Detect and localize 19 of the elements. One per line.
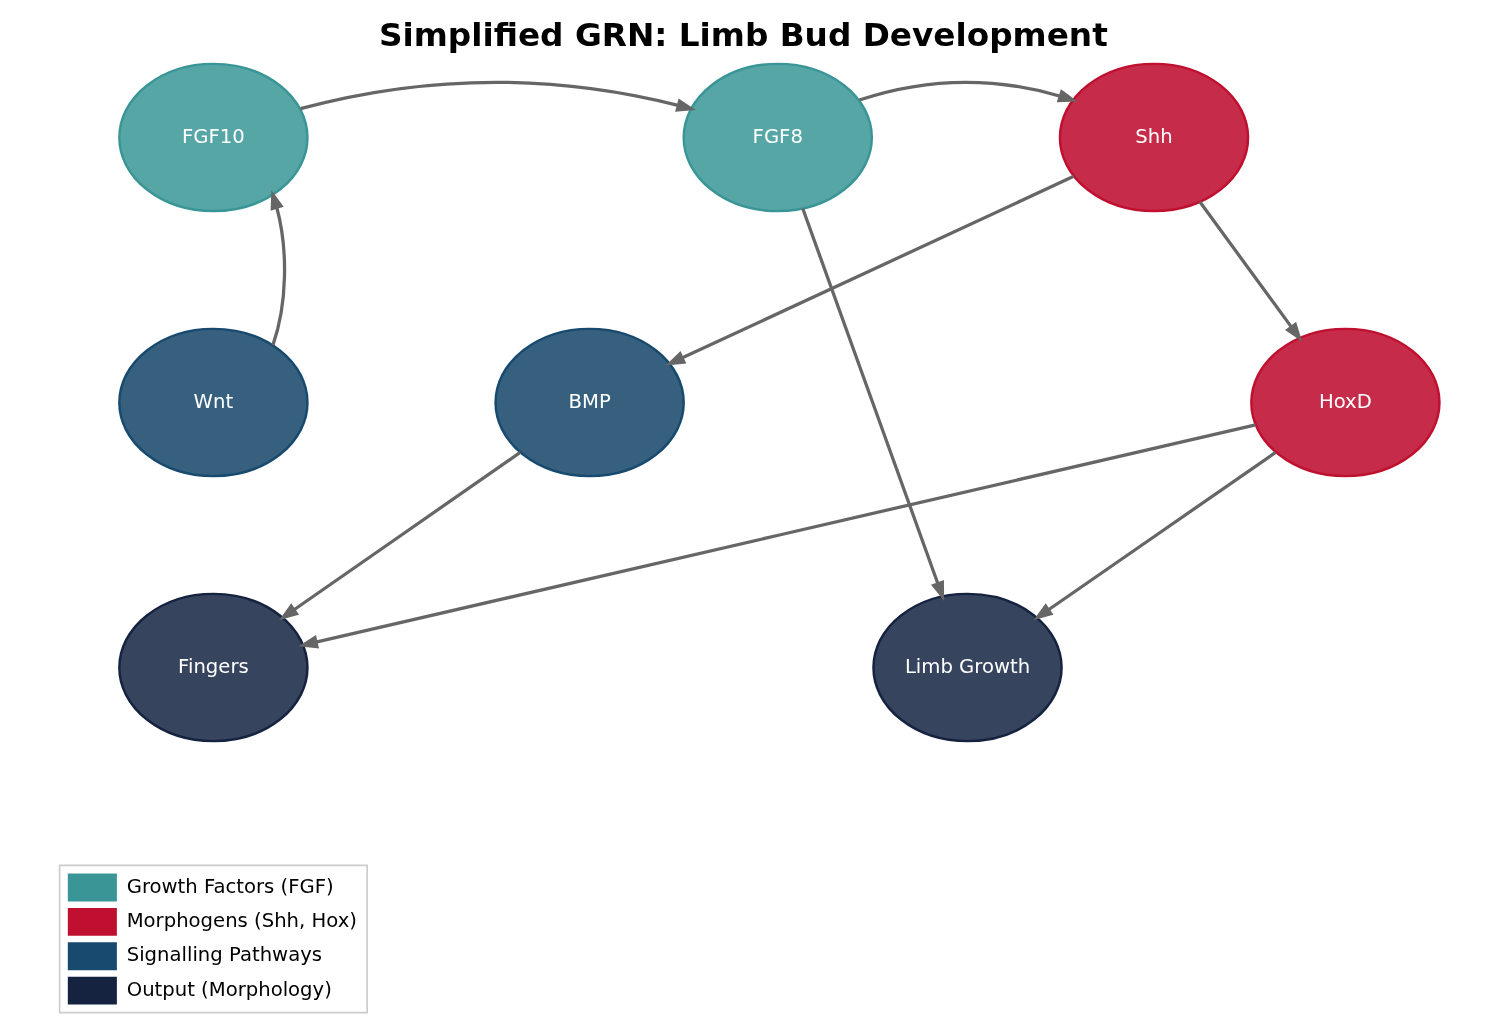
node-ellipse: Limb Growth <box>871 592 1063 743</box>
arrow <box>1032 451 1277 621</box>
arrow <box>858 80 1078 103</box>
legend-label: Output (Morphology) <box>126 977 332 1001</box>
legend-label: Growth Factors (FGF) <box>126 874 334 898</box>
arrow <box>800 207 944 601</box>
legend-label: Morphogens (Shh, Hox) <box>126 908 357 932</box>
node-ellipse: Wnt <box>117 327 309 478</box>
legend-label: Signalling Pathways <box>126 943 322 967</box>
node-ellipse: Fingers <box>117 592 309 743</box>
arrow <box>665 174 1074 366</box>
arrow <box>278 451 521 621</box>
node-ellipse: HoxD <box>1249 327 1441 478</box>
arrow <box>299 80 696 112</box>
arrow <box>270 189 286 346</box>
arrow <box>1198 200 1302 342</box>
node-ellipse: FGF8 <box>681 62 873 213</box>
arrow <box>297 423 1256 649</box>
diagram-title: Simplified GRN: Limb Bud Development <box>378 15 1108 54</box>
